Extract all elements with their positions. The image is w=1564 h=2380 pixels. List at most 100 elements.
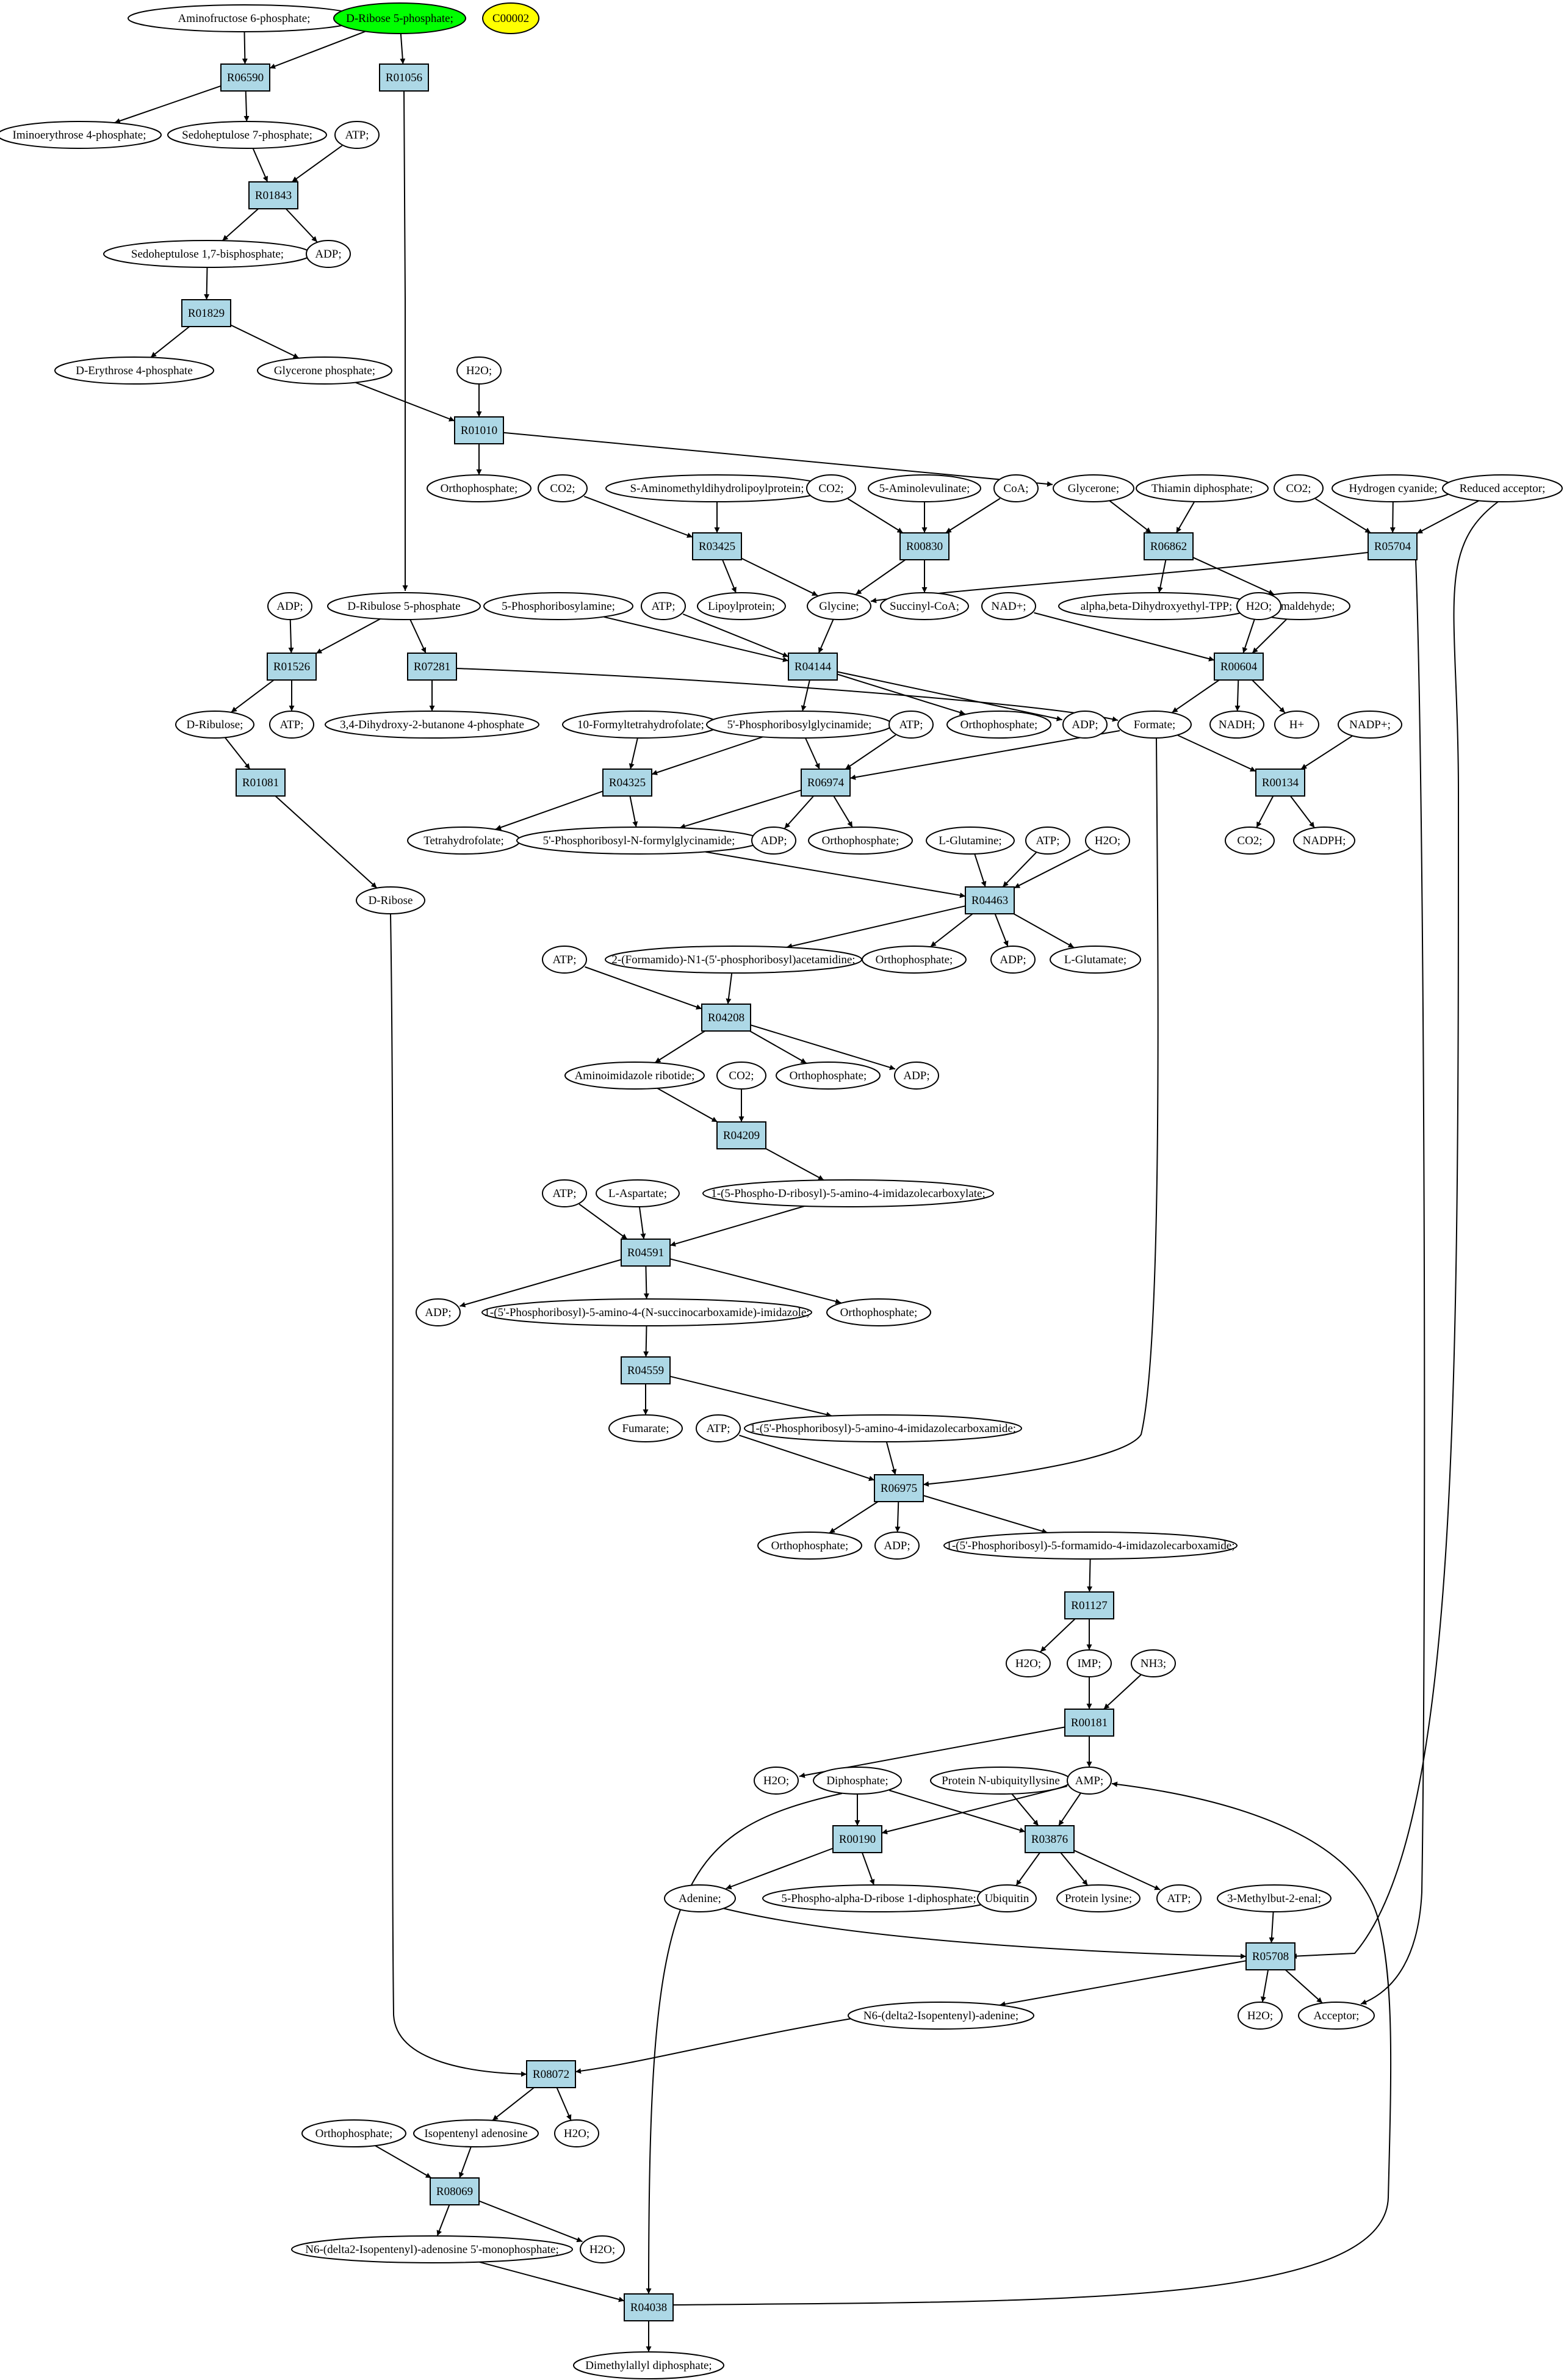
compound-node-c_h2o_4[interactable]: H2O; [1006, 1649, 1051, 1677]
compound-node-c_alphabeta[interactable]: alpha,beta-Dihydroxyethyl-TPP; [1058, 592, 1255, 620]
compound-node-c_prpp[interactable]: 5-Phospho-alpha-D-ribose 1-diphosphate; [762, 1884, 995, 1912]
compound-node-c_laspartate[interactable]: L-Aspartate; [596, 1179, 680, 1207]
reaction-node-r_R04463[interactable]: R04463 [965, 886, 1015, 914]
compound-node-c_amp[interactable]: AMP; [1067, 1767, 1112, 1795]
reaction-node-r_R08069[interactable]: R08069 [430, 2177, 480, 2205]
compound-node-c_formamidoacetamidine[interactable]: 2-(Formamido)-N1-(5'-phosphoribosyl)acet… [605, 946, 862, 974]
reaction-node-r_R03425[interactable]: R03425 [692, 532, 742, 560]
compound-node-c_orthophosphate_6[interactable]: Orthophosphate; [826, 1298, 931, 1326]
compound-node-c_h2o_1[interactable]: H2O; [456, 356, 502, 385]
compound-node-c_thf[interactable]: Tetrahydrofolate; [407, 826, 521, 855]
compound-node-c_sedoheptulose17bp[interactable]: Sedoheptulose 1,7-bisphosphate; [103, 240, 312, 268]
reaction-node-r_R04591[interactable]: R04591 [621, 1239, 671, 1267]
compound-node-c_glycerone[interactable]: Glycerone; [1053, 474, 1134, 502]
compound-node-c_atp_6[interactable]: ATP; [542, 946, 587, 974]
compound-node-c_5prglycinamide[interactable]: 5'-Phosphoribosylglycinamide; [706, 711, 893, 739]
compound-node-c_5aminolevulinate[interactable]: 5-Aminolevulinate; [868, 474, 981, 502]
reaction-node-r_R01829[interactable]: R01829 [181, 299, 231, 327]
reaction-node-r_R01056[interactable]: R01056 [379, 63, 429, 92]
compound-node-c_orthophosphate_5[interactable]: Orthophosphate; [776, 1062, 881, 1090]
compound-node-c_atp_8[interactable]: ATP; [696, 1414, 741, 1442]
compound-node-c_diphosphate[interactable]: Diphosphate; [813, 1767, 902, 1795]
compound-node-c_hcn[interactable]: Hydrogen cyanide; [1332, 474, 1455, 502]
compound-node-c_adp_7[interactable]: ADP; [416, 1298, 461, 1326]
reaction-node-r_R03876[interactable]: R03876 [1025, 1825, 1075, 1853]
compound-node-c_methylbutenal[interactable]: 3-Methylbut-2-enal; [1217, 1884, 1332, 1912]
compound-node-c_h2o_5[interactable]: H2O; [754, 1767, 799, 1795]
compound-node-c_lglutamine[interactable]: L-Glutamine; [926, 826, 1015, 855]
compound-node-c_adp_1[interactable]: ADP; [306, 240, 351, 268]
compound-node-c_dribose[interactable]: D-Ribose [356, 886, 425, 914]
reaction-node-r_R04208[interactable]: R04208 [701, 1004, 751, 1032]
reaction-node-r_R06975[interactable]: R06975 [874, 1474, 924, 1502]
compound-node-c_adp_8[interactable]: ADP; [874, 1532, 920, 1560]
compound-node-c_nadph[interactable]: NADPH; [1293, 826, 1355, 855]
compound-node-c_hplus[interactable]: H+ [1274, 711, 1319, 739]
reaction-node-r_R04144[interactable]: R04144 [788, 653, 838, 681]
compound-node-c_orthophosphate_8[interactable]: Orthophosphate; [301, 2119, 406, 2147]
compound-node-c_10formylthf[interactable]: 10-Formyltetrahydrofolate; [562, 711, 719, 739]
compound-node-c_atp_3[interactable]: ATP; [269, 711, 314, 739]
compound-node-c_co2_2[interactable]: CO2; [806, 474, 856, 502]
reaction-node-r_R05708[interactable]: R05708 [1245, 1942, 1296, 1970]
compound-node-c_h2o_3[interactable]: H2O; [1085, 826, 1130, 855]
compound-node-c_nad[interactable]: NAD+; [981, 592, 1036, 620]
reaction-node-r_R04325[interactable]: R04325 [602, 769, 652, 797]
compound-node-c_iminoerythrose4p[interactable]: Iminoerythrose 4-phosphate; [0, 121, 162, 149]
compound-node-c_faicar[interactable]: 1-(5'-Phosphoribosyl)-5-formamido-4-imid… [943, 1532, 1238, 1560]
compound-node-c_nadp[interactable]: NADP+; [1338, 711, 1402, 739]
compound-node-c_erythrose4p[interactable]: D-Erythrose 4-phosphate [54, 356, 214, 385]
reaction-node-r_R06862[interactable]: R06862 [1144, 532, 1194, 560]
compound-node-c_ribose5p[interactable]: D-Ribose 5-phosphate; [333, 2, 466, 34]
compound-node-c_saicar[interactable]: 1-(5'-Phosphoribosyl)-5-amino-4-(N-succi… [481, 1298, 812, 1326]
compound-node-c_orthophosphate_4[interactable]: Orthophosphate; [862, 946, 967, 974]
compound-node-c_fumarate[interactable]: Fumarate; [608, 1414, 683, 1442]
compound-node-c_orthophosphate_7[interactable]: Orthophosphate; [757, 1532, 862, 1560]
reaction-node-r_R01010[interactable]: R01010 [454, 416, 504, 444]
compound-node-c_acceptor[interactable]: Acceptor; [1298, 2002, 1375, 2030]
compound-node-c_h2o_2[interactable]: H2O; [1236, 592, 1281, 620]
compound-node-c_5prphosphoribosylamine[interactable]: 5-Phosphoribosylamine; [483, 592, 633, 620]
reaction-node-r_R00604[interactable]: R00604 [1214, 653, 1264, 681]
compound-node-c_n6isopentenyladenine[interactable]: N6-(delta2-Isopentenyl)-adenine; [848, 2002, 1034, 2030]
compound-node-c_glycine[interactable]: Glycine; [807, 592, 871, 620]
compound-node-c_atp_2[interactable]: ATP; [641, 592, 686, 620]
reaction-node-r_R01127[interactable]: R01127 [1064, 1591, 1114, 1619]
reaction-node-r_R06974[interactable]: R06974 [801, 769, 851, 797]
compound-node-c_adp_6[interactable]: ADP; [894, 1062, 939, 1090]
compound-node-c_nh3[interactable]: NH3; [1131, 1649, 1176, 1677]
compound-node-c_orthophosphate_3[interactable]: Orthophosphate; [808, 826, 913, 855]
compound-node-c_5prformylglycinamide[interactable]: 5'-Phosphoribosyl-N-formylglycinamide; [516, 826, 762, 855]
compound-node-c_co2_4[interactable]: CO2; [1225, 826, 1275, 855]
reaction-node-r_R07281[interactable]: R07281 [407, 653, 457, 681]
compound-node-c_adp_3[interactable]: ADP; [1062, 711, 1108, 739]
compound-node-c_adenine[interactable]: Adenine; [664, 1884, 736, 1912]
compound-node-c_atp_7[interactable]: ATP; [542, 1179, 587, 1207]
compound-node-c_reducedacceptor[interactable]: Reduced acceptor; [1442, 474, 1563, 502]
reaction-node-r_R00181[interactable]: R00181 [1064, 1709, 1114, 1737]
compound-node-c_adp_5[interactable]: ADP; [990, 946, 1036, 974]
compound-node-c_n6isopentenylamp[interactable]: N6-(delta2-Isopentenyl)-adenosine 5'-mon… [291, 2235, 573, 2263]
compound-node-c_thiamindp[interactable]: Thiamin diphosphate; [1136, 474, 1269, 502]
compound-node-c_atp_4[interactable]: ATP; [888, 711, 934, 739]
compound-node-c_h2o_6[interactable]: H2O; [1238, 2002, 1283, 2030]
compound-node-c_isopentenyladenosine[interactable]: Isopentenyl adenosine [413, 2119, 539, 2147]
compound-node-c_adp_4[interactable]: ADP; [751, 826, 796, 855]
compound-node-c_nadh[interactable]: NADH; [1209, 711, 1264, 739]
compound-node-c_c00002[interactable]: C00002 [482, 2, 539, 34]
compound-node-c_co2_5[interactable]: CO2; [716, 1062, 766, 1090]
compound-node-c_orthophosphate_1[interactable]: Orthophosphate; [427, 474, 532, 502]
reaction-node-r_R00830[interactable]: R00830 [899, 532, 950, 560]
compound-node-c_coa[interactable]: CoA; [993, 474, 1039, 502]
compound-node-c_glyceronep[interactable]: Glycerone phosphate; [257, 356, 392, 385]
compound-node-c_proteinlysine[interactable]: Protein lysine; [1056, 1884, 1141, 1912]
compound-node-c_dihydroxybutanone[interactable]: 3,4-Dihydroxy-2-butanone 4-phosphate [325, 711, 539, 739]
compound-node-c_atp_9[interactable]: ATP; [1156, 1884, 1202, 1912]
compound-node-c_air[interactable]: Aminoimidazole ribotide; [564, 1062, 705, 1090]
reaction-node-r_R00134[interactable]: R00134 [1255, 769, 1305, 797]
compound-node-c_ribulose5p[interactable]: D-Ribulose 5-phosphate [327, 592, 481, 620]
compound-node-c_imp[interactable]: IMP; [1067, 1649, 1112, 1677]
compound-node-c_proteinnubiq[interactable]: Protein N-ubiquityllysine [930, 1767, 1072, 1795]
reaction-node-r_R01081[interactable]: R01081 [236, 769, 286, 797]
compound-node-c_sedoheptulose7p[interactable]: Sedoheptulose 7-phosphate; [167, 121, 327, 149]
